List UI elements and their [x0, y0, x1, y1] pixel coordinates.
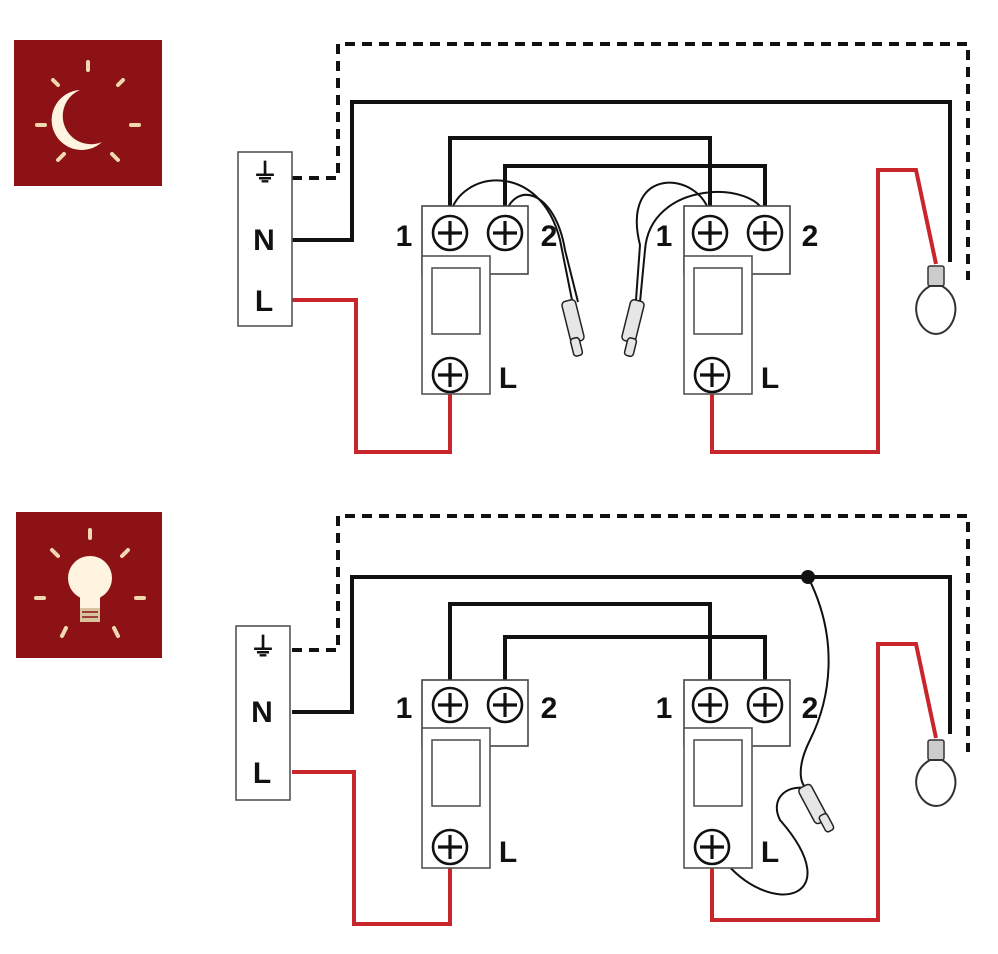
line-label: L	[253, 757, 271, 790]
neutral-wire	[292, 575, 952, 734]
switch-2-term-1-label: 1	[656, 220, 673, 253]
test-probe-right	[621, 181, 766, 358]
switch-2-term-l-label: L	[761, 836, 779, 869]
terminal-block: ⏚ N L	[235, 625, 291, 801]
switch-1-term-1-label: 1	[396, 220, 413, 253]
traveller-wire-2	[503, 635, 767, 684]
earth-symbol: ⏚	[250, 632, 276, 662]
switch-1-term-2-label: 2	[541, 692, 558, 725]
live-wire-in	[292, 298, 452, 454]
lightbulb-icon	[16, 512, 162, 658]
switch-1: 1 2 L	[396, 205, 558, 395]
neutral-wire	[292, 100, 952, 262]
diagram-off-state: ⏚ N L 1 2 L	[14, 40, 970, 454]
switch-1-term-l-label: L	[499, 836, 517, 869]
switched-live-wire	[710, 642, 938, 922]
moon-icon	[14, 40, 162, 186]
switch-2: 1 2 L	[656, 205, 819, 395]
switch-1-term-2-label: 2	[541, 220, 558, 253]
earth-symbol: ⏚	[252, 158, 278, 188]
earth-wire	[292, 514, 970, 752]
earth-wire	[292, 42, 970, 280]
switch-1-term-l-label: L	[499, 362, 517, 395]
switch-2-term-l-label: L	[761, 362, 779, 395]
switch-2-term-1-label: 1	[656, 692, 673, 725]
switched-live-wire	[710, 168, 938, 454]
traveller-wire-2	[503, 164, 767, 212]
traveller-wire-1	[448, 602, 712, 684]
diagram-on-state: ⏚ N L 1 2 L	[16, 512, 970, 926]
neutral-label: N	[253, 224, 275, 257]
terminal-block: ⏚ N L	[237, 151, 293, 327]
switch-1: 1 2 L	[396, 679, 558, 869]
traveller-wire-1	[448, 136, 712, 212]
switch-2-term-2-label: 2	[802, 220, 819, 253]
line-label: L	[255, 285, 273, 318]
test-probe	[721, 576, 835, 896]
switch-2-term-2-label: 2	[802, 692, 819, 725]
lamp-icon	[915, 265, 957, 336]
neutral-label: N	[251, 696, 273, 729]
switch-1-term-1-label: 1	[396, 692, 413, 725]
test-probe-left	[449, 179, 585, 357]
live-wire-in	[292, 770, 452, 926]
switch-2: 1 2 L	[656, 679, 819, 869]
lamp-icon	[915, 739, 957, 808]
